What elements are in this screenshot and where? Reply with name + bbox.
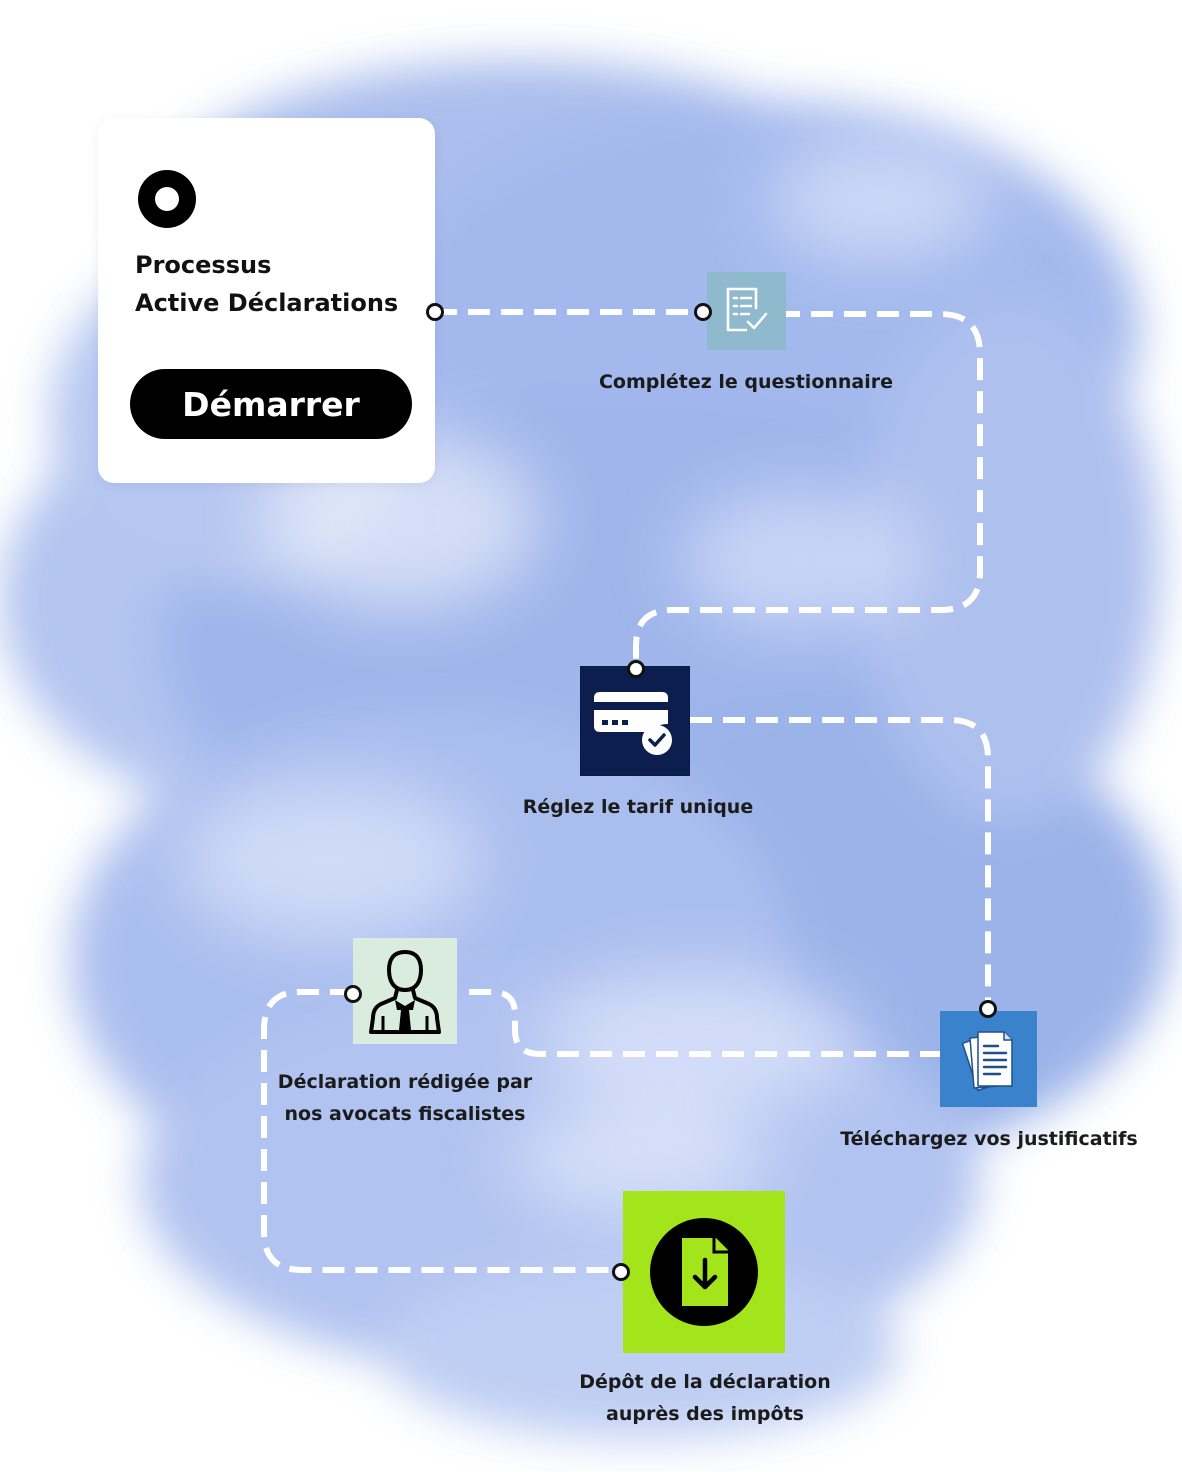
step-lawyer-label: Déclaration rédigée par nos avocats fisc… (240, 1066, 570, 1130)
documents-icon (961, 1031, 1013, 1092)
step-upload-node (979, 1000, 997, 1018)
start-title: Processus Active Déclarations (135, 246, 425, 322)
step-filing-label-line1: Dépôt de la déclaration (579, 1371, 831, 1393)
step-filing-label: Dépôt de la déclaration auprès des impôt… (540, 1366, 870, 1430)
step-questionnaire-node (694, 303, 712, 321)
step-questionnaire-label: Complétez le questionnaire (598, 371, 894, 393)
file-download-icon (650, 1218, 758, 1326)
path-segment-questionnaire-to-payment (633, 311, 983, 668)
start-card: Processus Active Déclarations Démarrer (98, 118, 435, 483)
step-filing-tile (623, 1191, 785, 1353)
step-payment-node (627, 660, 645, 678)
start-button[interactable]: Démarrer (130, 369, 412, 439)
lawyer-icon (369, 950, 441, 1034)
step-filing-label-line2: auprès des impôts (606, 1403, 804, 1425)
checklist-icon (726, 287, 767, 332)
start-title-line2: Active Déclarations (135, 289, 399, 317)
step-payment-tile (580, 666, 690, 776)
step-lawyer-label-line1: Déclaration rédigée par (277, 1071, 533, 1093)
step-questionnaire-tile (707, 272, 786, 350)
ring-icon (138, 170, 196, 228)
path-segment-lawyer-to-filing (261, 989, 620, 1273)
step-filing-node (612, 1263, 630, 1281)
credit-card-check-icon (594, 692, 672, 755)
path-segment-payment-to-upload (690, 717, 991, 1008)
step-upload-label: Téléchargez vos justificatifs (840, 1128, 1138, 1150)
step-upload-tile (940, 1011, 1037, 1107)
path-segment-upload-to-lawyer (459, 989, 942, 1057)
step-lawyer-tile (353, 938, 457, 1044)
start-node (426, 303, 444, 321)
step-lawyer-label-line2: nos avocats fiscalistes (284, 1103, 526, 1125)
step-lawyer-node (344, 985, 362, 1003)
start-title-line1: Processus (135, 251, 272, 279)
step-payment-label: Réglez le tarif unique (522, 796, 754, 818)
